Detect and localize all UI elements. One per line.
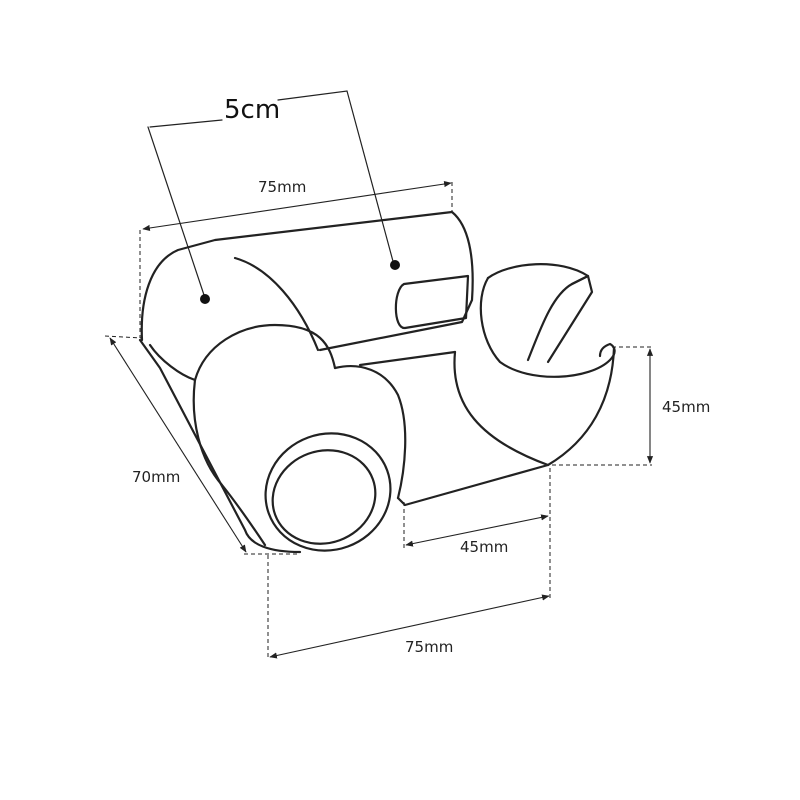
front-ring-outer [264, 432, 392, 552]
callout-dot-right [390, 260, 400, 270]
slot [394, 274, 470, 330]
dim-depth: 70mm [104, 335, 300, 555]
front-ring-inner [271, 449, 377, 545]
base-inner [358, 350, 457, 367]
cradle-outer [453, 346, 616, 467]
front-cylinder-top [333, 365, 407, 500]
shower-holder-outline [138, 210, 616, 554]
cradle-back-edge [546, 274, 594, 364]
dim-top-width: 75mm [139, 178, 453, 338]
dim-top-width-label: 75mm [258, 178, 306, 196]
front-cylinder-side [192, 378, 267, 547]
dim-base-width: 75mm [267, 555, 550, 660]
dim-cradle-width: 45mm [403, 468, 551, 598]
callout-label: 5cm [224, 95, 280, 125]
cradle-inner [479, 276, 616, 378]
dim-cradle-height: 45mm [552, 346, 710, 466]
callout-5cm: 5cm [147, 90, 400, 304]
dim-cradle-height-label: 45mm [662, 398, 710, 416]
callout-dot-left [200, 294, 210, 304]
cradle-rim [486, 263, 590, 362]
top-ridge [233, 256, 320, 352]
dim-cradle-width-label: 45mm [460, 538, 508, 556]
base-plate [138, 338, 550, 554]
dim-depth-label: 70mm [132, 468, 180, 486]
dim-base-width-label: 75mm [405, 638, 453, 656]
front-cylinder-body [148, 323, 337, 382]
